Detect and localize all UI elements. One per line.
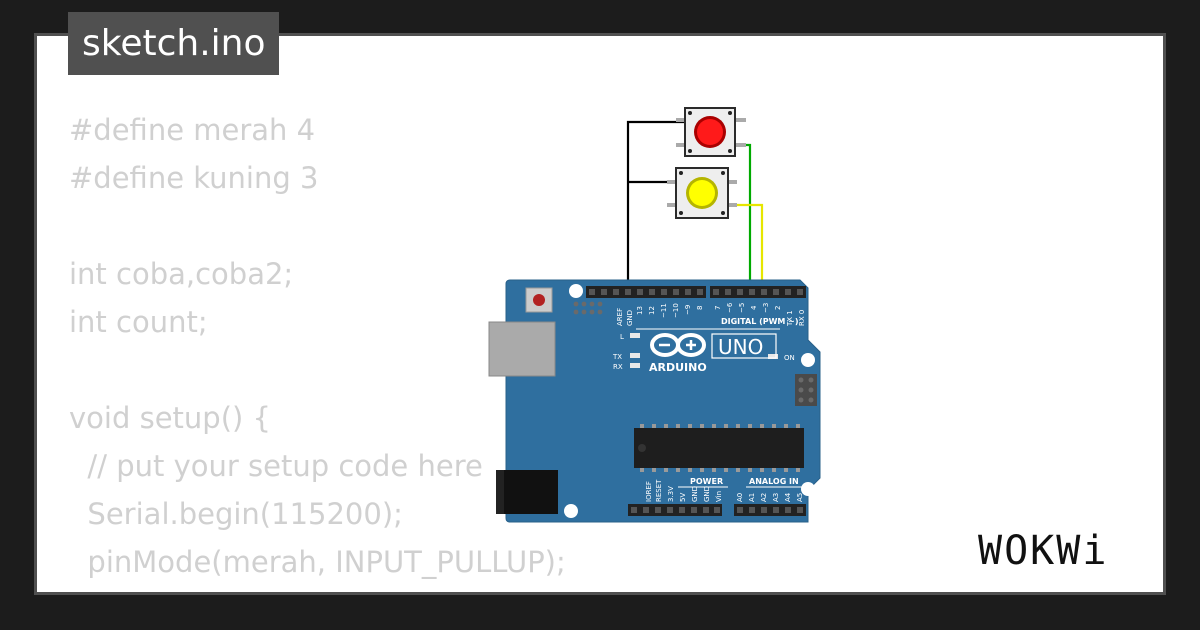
digital-header-right <box>710 286 806 298</box>
svg-text:~10: ~10 <box>672 303 680 318</box>
svg-text:A2: A2 <box>760 493 768 502</box>
code-line: int count; <box>69 305 208 339</box>
microcontroller-chip <box>634 424 804 472</box>
code-line: #define merah 4 <box>69 113 316 147</box>
mounting-hole <box>801 353 815 367</box>
file-name-tab[interactable]: sketch.ino <box>68 12 280 75</box>
power-header <box>628 504 722 516</box>
code-line: void setup() { <box>69 401 271 435</box>
code-line: #define kuning 3 <box>69 161 319 195</box>
mounting-hole <box>569 284 583 298</box>
svg-text:~6: ~6 <box>726 302 734 313</box>
svg-text:12: 12 <box>648 306 656 315</box>
digital-pwm-label: DIGITAL (PWM ~) <box>721 317 799 326</box>
led-rx <box>630 363 640 368</box>
bottom-pin-labels: IOREF RESET 3.3V 5V GND GND Vin A0 A1 A2… <box>645 479 804 502</box>
svg-text:GND: GND <box>691 486 699 502</box>
led-rx-label: RX <box>613 363 623 371</box>
svg-text:A3: A3 <box>772 493 780 502</box>
svg-text:~5: ~5 <box>738 303 746 313</box>
led-on-label: ON <box>784 354 795 362</box>
board-model: UNO <box>718 335 763 359</box>
yellow-pushbutton[interactable] <box>667 167 737 219</box>
led-tx <box>630 353 640 358</box>
svg-text:13: 13 <box>636 306 644 315</box>
arduino-logo-icon <box>650 333 706 357</box>
code-line: Serial.begin(115200); <box>69 497 403 531</box>
svg-text:AREF: AREF <box>616 308 624 326</box>
ground-wire-red-button[interactable] <box>626 120 686 292</box>
svg-text:GND: GND <box>703 486 711 502</box>
red-button-cap[interactable] <box>697 119 723 145</box>
svg-text:~9: ~9 <box>684 305 692 315</box>
svg-text:A0: A0 <box>736 493 744 502</box>
reset-button-cap[interactable] <box>533 294 545 306</box>
svg-text:~11: ~11 <box>660 303 668 318</box>
code-line: pinMode(merah, INPUT_PULLUP); <box>69 545 566 579</box>
code-preview: #define merah 4 #define kuning 3 int coba,… <box>69 106 569 592</box>
code-line: int coba,coba2; <box>69 257 294 291</box>
svg-text:4: 4 <box>750 305 758 310</box>
board-brand: ARDUINO <box>649 361 707 374</box>
svg-text:TX 1: TX 1 <box>786 310 794 327</box>
mounting-hole <box>564 504 578 518</box>
analog-in-label: ANALOG IN <box>749 477 799 486</box>
svg-text:RX 0: RX 0 <box>798 310 806 326</box>
red-button-wire[interactable] <box>738 143 752 292</box>
led-l <box>630 333 640 338</box>
icsp-right-header <box>795 374 817 406</box>
arduino-uno-board[interactable]: AREF GND 13 12 ~11 ~10 ~9 8 7 ~6 ~5 4 ~3… <box>488 279 821 523</box>
led-on <box>768 354 778 359</box>
wokwi-logo: WOKWi <box>978 528 1109 574</box>
svg-text:2: 2 <box>774 306 782 310</box>
led-tx-label: TX <box>612 353 622 361</box>
svg-text:A4: A4 <box>784 492 792 502</box>
svg-text:IOREF: IOREF <box>645 481 653 502</box>
svg-text:A5: A5 <box>796 493 804 502</box>
svg-text:~3: ~3 <box>762 303 770 313</box>
power-jack <box>496 470 558 514</box>
usb-port <box>488 321 556 377</box>
code-line: // put your setup code here <box>69 449 483 483</box>
power-label: POWER <box>690 477 723 486</box>
mounting-hole <box>801 482 815 496</box>
svg-text:Vin: Vin <box>715 491 723 502</box>
top-pin-labels: AREF GND 13 12 ~11 ~10 ~9 8 7 ~6 ~5 4 ~3… <box>616 302 806 327</box>
red-pushbutton[interactable] <box>676 107 746 157</box>
led-l-label: L <box>620 333 624 341</box>
svg-text:5V: 5V <box>679 493 687 502</box>
svg-text:3.3V: 3.3V <box>667 486 675 502</box>
svg-text:8: 8 <box>696 306 704 310</box>
yellow-button-wire[interactable] <box>729 203 764 292</box>
uno-label-box <box>711 333 777 359</box>
yellow-button-cap[interactable] <box>689 180 715 206</box>
svg-text:A1: A1 <box>748 493 756 502</box>
icsp-header <box>573 301 603 315</box>
analog-header <box>734 504 806 516</box>
svg-text:RESET: RESET <box>655 479 663 502</box>
svg-text:GND: GND <box>626 310 634 326</box>
svg-text:7: 7 <box>714 306 722 310</box>
